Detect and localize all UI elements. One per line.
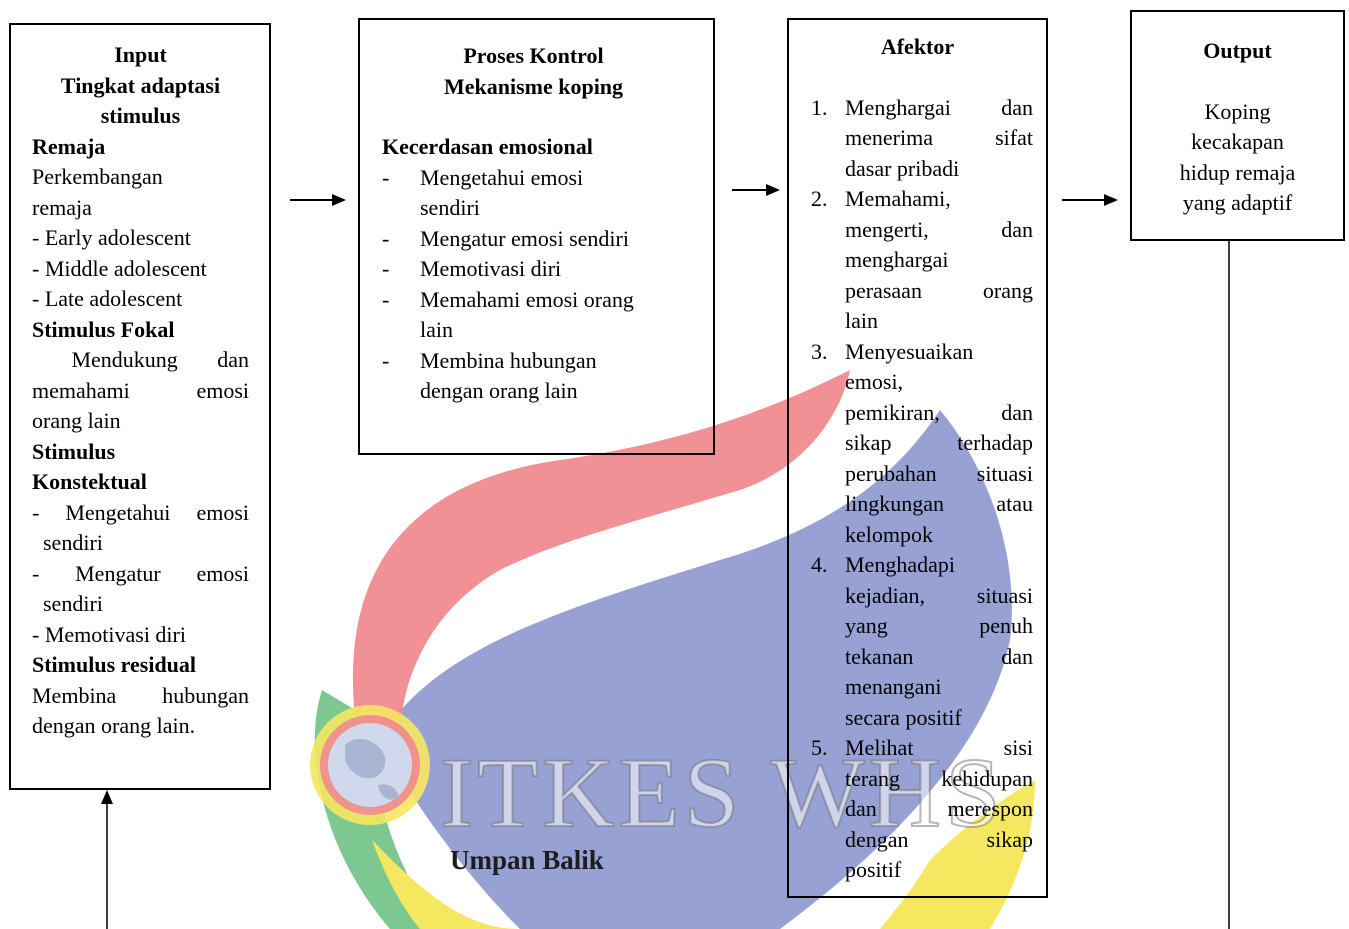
residual-heading: Stimulus residual xyxy=(32,652,197,677)
process-item: - Mengatur emosi sendiri xyxy=(382,225,629,251)
arrow-process-to-affector xyxy=(732,184,780,196)
process-subheading: Kecerdasan emosional xyxy=(382,134,593,159)
output-title: Output xyxy=(1203,38,1272,63)
process-title-line: Mekanisme koping xyxy=(443,73,624,99)
kontekstual-item-line: sendiri xyxy=(32,591,103,616)
arrow-input-to-process xyxy=(290,194,346,206)
remaja-heading: Remaja xyxy=(32,133,106,159)
remaja-text-line: remaja xyxy=(32,194,92,220)
process-item: - Memahami emosi orang lain xyxy=(382,286,634,343)
process-item: - Membina hubungan dengan orang lain xyxy=(382,347,597,404)
process-box: Proses Kontrol Mekanisme koping Kecerdas… xyxy=(358,18,715,455)
remaja-item: - Early adolescent xyxy=(32,225,191,250)
kontekstual-item-line: - Mengetahui emosi xyxy=(32,499,249,525)
arrow-affector-to-output xyxy=(1062,194,1118,206)
watermark-red-swoosh xyxy=(352,370,850,740)
feedback-arrow-to-input xyxy=(101,790,113,929)
remaja-text-line: Perkembangan xyxy=(32,164,163,189)
feedback-label: Umpan Balik xyxy=(450,845,604,875)
output-box: Output Koping kecakapan hidup remaja yan… xyxy=(1130,10,1345,241)
watermark-globe-land xyxy=(345,738,399,800)
residual-text-line: dengan orang lain. xyxy=(32,713,196,738)
affector-item: 5. Melihat sisi terang kehidupan dan mer… xyxy=(811,735,1033,882)
fokal-text-line: memahami emosi xyxy=(32,377,249,403)
input-title-line: Tingkat adaptasi xyxy=(60,72,221,98)
input-title-line: stimulus xyxy=(100,103,181,128)
watermark-text: ITKES WHS xyxy=(439,736,1005,849)
input-box: Input Tingkat adaptasi stimulus Remaja P… xyxy=(9,23,271,790)
output-text-line: yang adaptif xyxy=(1182,190,1293,215)
affector-title: Afektor xyxy=(880,34,955,59)
feedback-line-output xyxy=(1228,241,1230,929)
input-title: Input Tingkat adaptasi stimulus xyxy=(32,40,249,132)
affector-item: 3. Menyesuaikan emosi, pemikiran, dan si… xyxy=(811,338,1033,547)
watermark-blue-swoosh xyxy=(380,410,1012,929)
kontekstual-heading-line: Stimulus xyxy=(32,438,116,464)
process-title-line: Proses Kontrol xyxy=(463,43,604,68)
process-title: Proses Kontrol Mekanisme koping xyxy=(382,41,685,102)
input-title-line: Input xyxy=(114,42,167,67)
output-text-line: kecakapan xyxy=(1191,129,1284,154)
residual-text-line: Membina hubungan xyxy=(32,682,249,708)
output-text-line: hidup remaja xyxy=(1179,159,1296,185)
process-item: - Mengetahui emosi sendiri xyxy=(382,164,584,221)
affector-list: 1. Menghargai dan menerima sifat dasar p… xyxy=(789,93,1033,886)
remaja-item: - Middle adolescent xyxy=(32,255,207,281)
affector-box: Afektor 1. Menghargai dan menerima sifat… xyxy=(787,18,1048,898)
watermark-yellow-swoosh xyxy=(372,780,1035,929)
fokal-text-line: Mendukung dan xyxy=(32,347,249,372)
fokal-text-line: orang lain xyxy=(32,408,121,433)
remaja-item: - Late adolescent xyxy=(32,286,183,311)
kontekstual-item-line: - Memotivasi diri xyxy=(32,621,186,647)
fokal-heading: Stimulus Fokal xyxy=(32,316,175,342)
process-item: - Memotivasi diri xyxy=(382,256,562,281)
output-text-line: Koping xyxy=(1204,98,1271,124)
affector-item: 2. Memahami, mengerti, dan menghargai pe… xyxy=(811,186,1033,333)
kontekstual-item-line: - Mengatur emosi xyxy=(32,560,249,586)
affector-item: 1. Menghargai dan menerima sifat dasar p… xyxy=(811,94,1033,181)
kontekstual-item-line: sendiri xyxy=(32,530,103,555)
kontekstual-heading-line: Konstektual xyxy=(32,469,147,494)
affector-item: 4. Menghadapi kejadian, situasi yang pen… xyxy=(811,552,1033,730)
